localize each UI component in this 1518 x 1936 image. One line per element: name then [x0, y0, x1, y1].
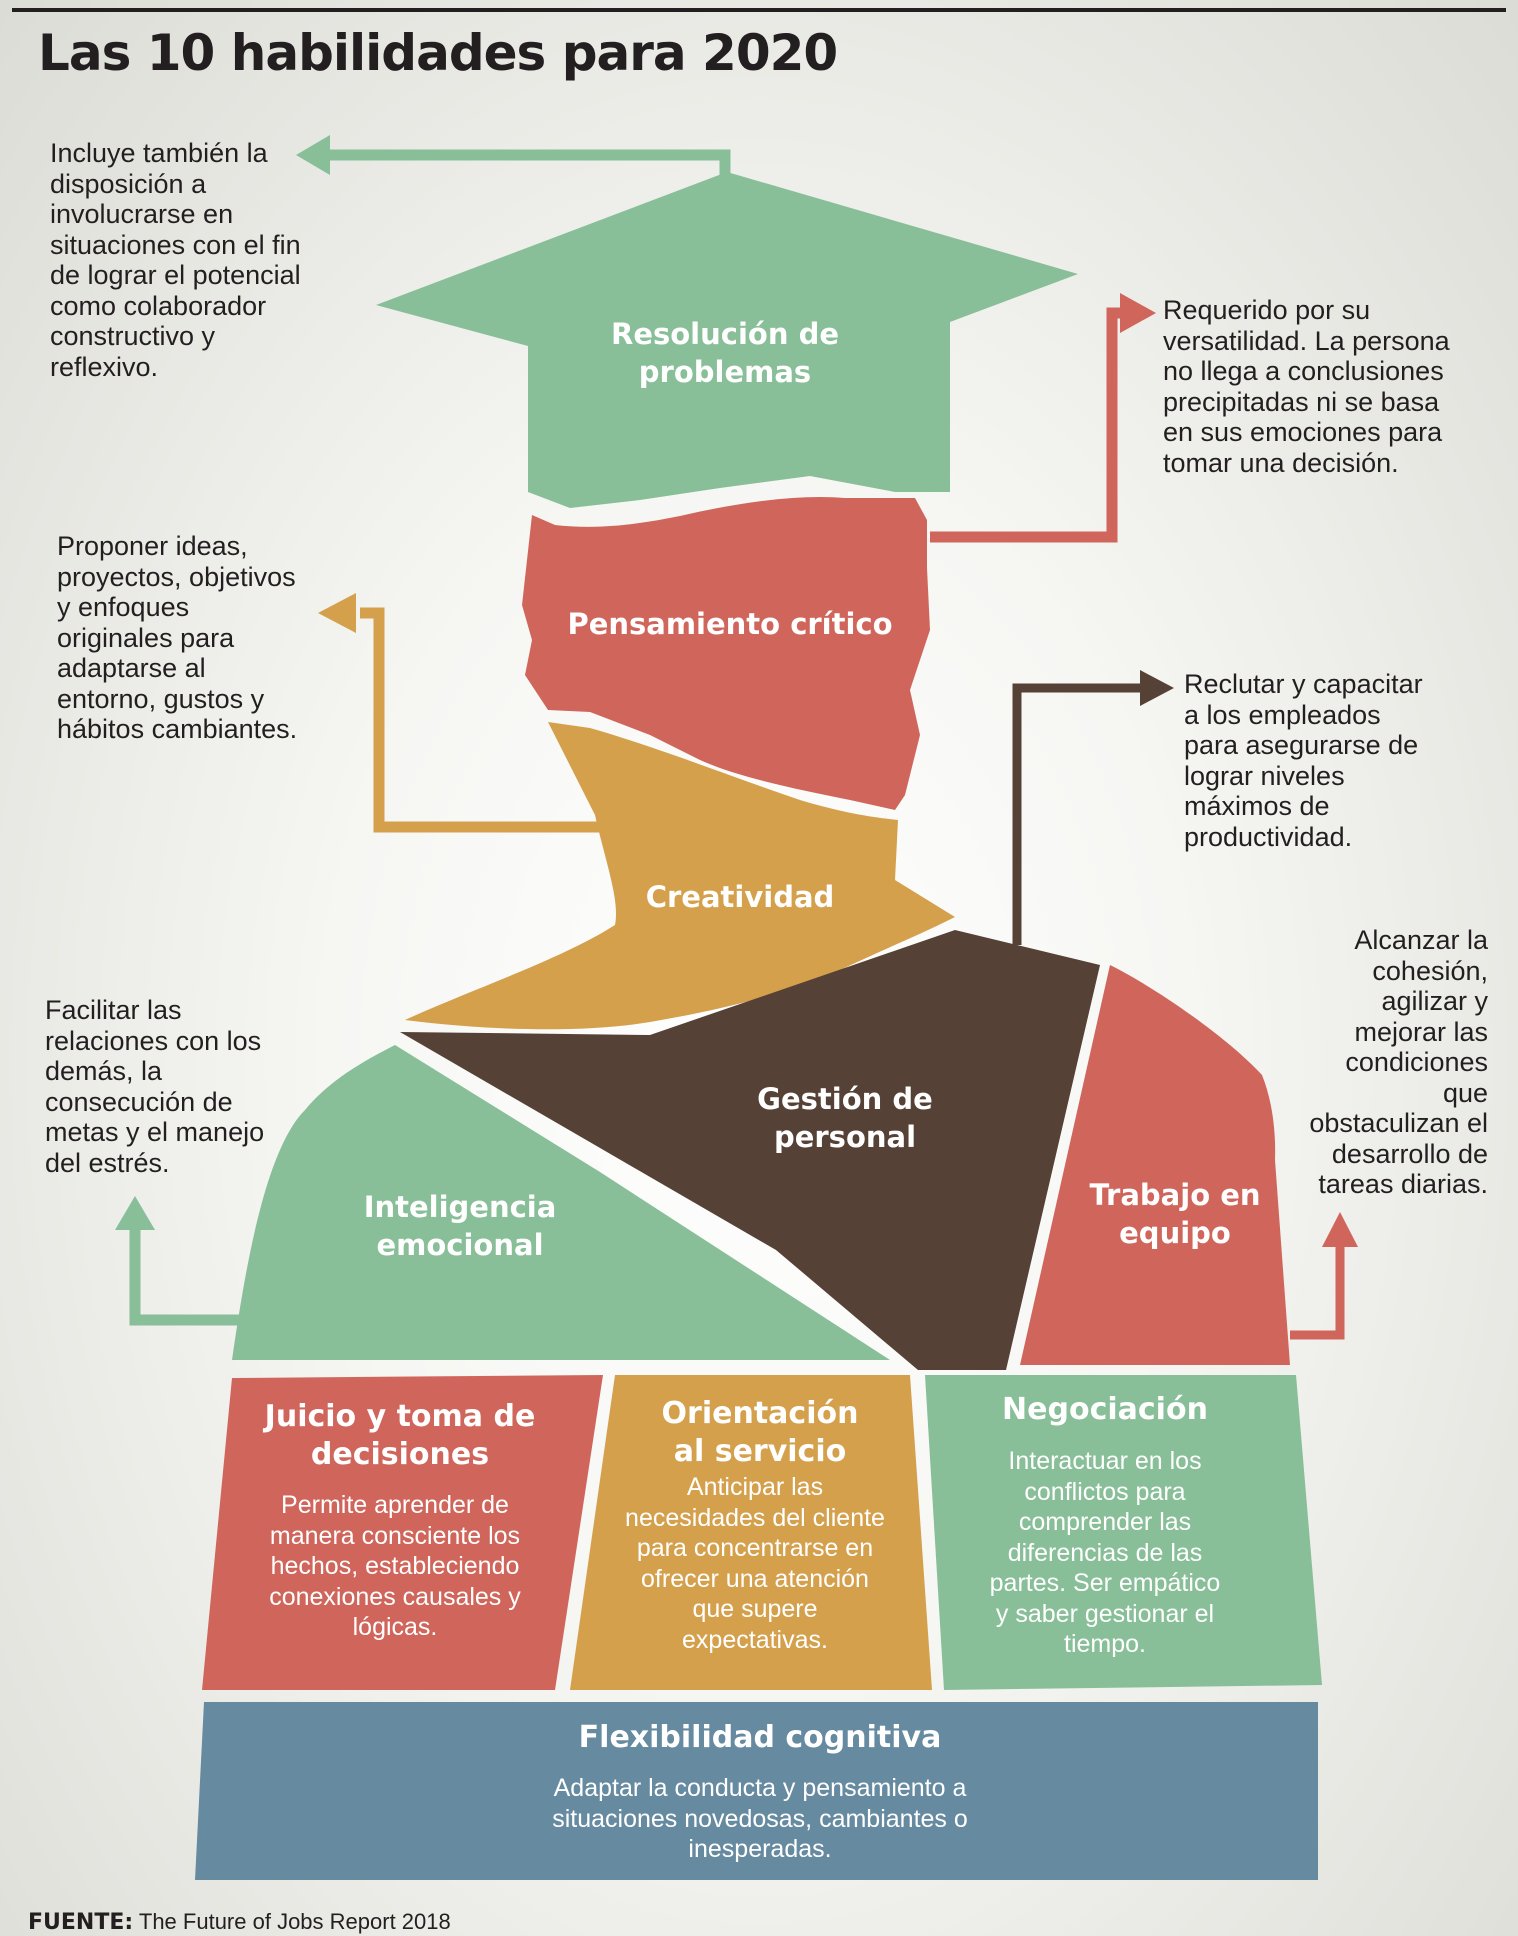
segment-creatividad — [405, 722, 955, 1030]
connector-resolucion — [330, 149, 731, 175]
segment-pensamiento-critico — [522, 496, 930, 810]
connector-pensamiento — [930, 307, 1122, 543]
source-credit: FUENTE: The Future of Jobs Report 2018 — [28, 1910, 451, 1935]
arrowhead-resolucion — [296, 135, 330, 175]
page-title: Las 10 habilidades para 2020 — [38, 24, 838, 82]
note-creatividad: Proponer ideas, proyectos, objetivos y e… — [57, 531, 298, 744]
desc-juicio-y-toma-de-decisiones: Permite aprender de manera consciente lo… — [269, 1491, 521, 1641]
desc-flexibilidad-cognitiva: Adaptar la conducta y pensamiento a situ… — [552, 1774, 968, 1863]
title-flexibilidad-cognitiva: Flexibilidad cognitiva — [578, 1720, 942, 1755]
arrowhead-pensamiento — [1120, 293, 1156, 333]
label-creatividad: Creatividad — [645, 880, 835, 914]
source-text: The Future of Jobs Report 2018 — [133, 1909, 451, 1934]
arrowhead-trabajo — [1322, 1212, 1358, 1247]
box-flexibilidad-cognitiva — [195, 1702, 1318, 1880]
connector-creatividad — [360, 607, 605, 833]
note-resolucion-de-problemas: Incluye también la disposición a involuc… — [50, 138, 301, 382]
title-orientacion-al-servicio: Orientación al servicio — [661, 1396, 859, 1469]
label-trabajo-en-equipo: Trabajo en equipo — [1089, 1178, 1261, 1250]
title-negociacion: Negociación — [1002, 1392, 1208, 1427]
box-juicio-y-toma-de-decisiones — [202, 1375, 603, 1690]
note-inteligencia-emocional: Facilitar las relaciones con los demás, … — [45, 995, 265, 1178]
box-negociacion — [925, 1375, 1322, 1690]
box-orientacion-al-servicio — [570, 1375, 932, 1690]
note-trabajo-en-equipo: Alcanzar la cohesión, agilizar y mejorar… — [1309, 925, 1488, 1199]
arrowhead-gestion — [1140, 670, 1174, 706]
top-rule — [12, 8, 1506, 12]
segment-gestion-de-personal — [400, 930, 1100, 1370]
connector-gestion — [1012, 683, 1140, 945]
desc-negociacion: Interactuar en los conflictos para compr… — [989, 1447, 1221, 1658]
arrowhead-inteligencia — [115, 1196, 155, 1230]
label-inteligencia-emocional: Inteligencia emocional — [363, 1190, 557, 1262]
segment-trabajo-en-equipo — [1020, 965, 1290, 1365]
desc-orientacion-al-servicio: Anticipar las necesidades del cliente pa… — [625, 1473, 885, 1654]
connector-trabajo — [1290, 1245, 1345, 1340]
source-prefix: FUENTE: — [28, 1910, 134, 1935]
label-gestion-de-personal: Gestión de personal — [757, 1082, 933, 1154]
note-pensamiento-critico: Requerido por su versatilidad. La person… — [1163, 295, 1450, 478]
note-gestion-de-personal: Reclutar y capacitar a los empleados par… — [1184, 669, 1423, 852]
segment-inteligencia-emocional — [232, 1045, 890, 1360]
arrowhead-creatividad — [318, 593, 356, 633]
label-pensamiento-critico: Pensamiento crítico — [567, 607, 893, 641]
title-juicio-y-toma-de-decisiones: Juicio y toma de decisiones — [264, 1399, 536, 1472]
segment-resolucion-de-problemas — [376, 172, 1078, 508]
label-resolucion-de-problemas: Resolución de problemas — [611, 317, 839, 389]
connector-inteligencia — [129, 1228, 262, 1326]
